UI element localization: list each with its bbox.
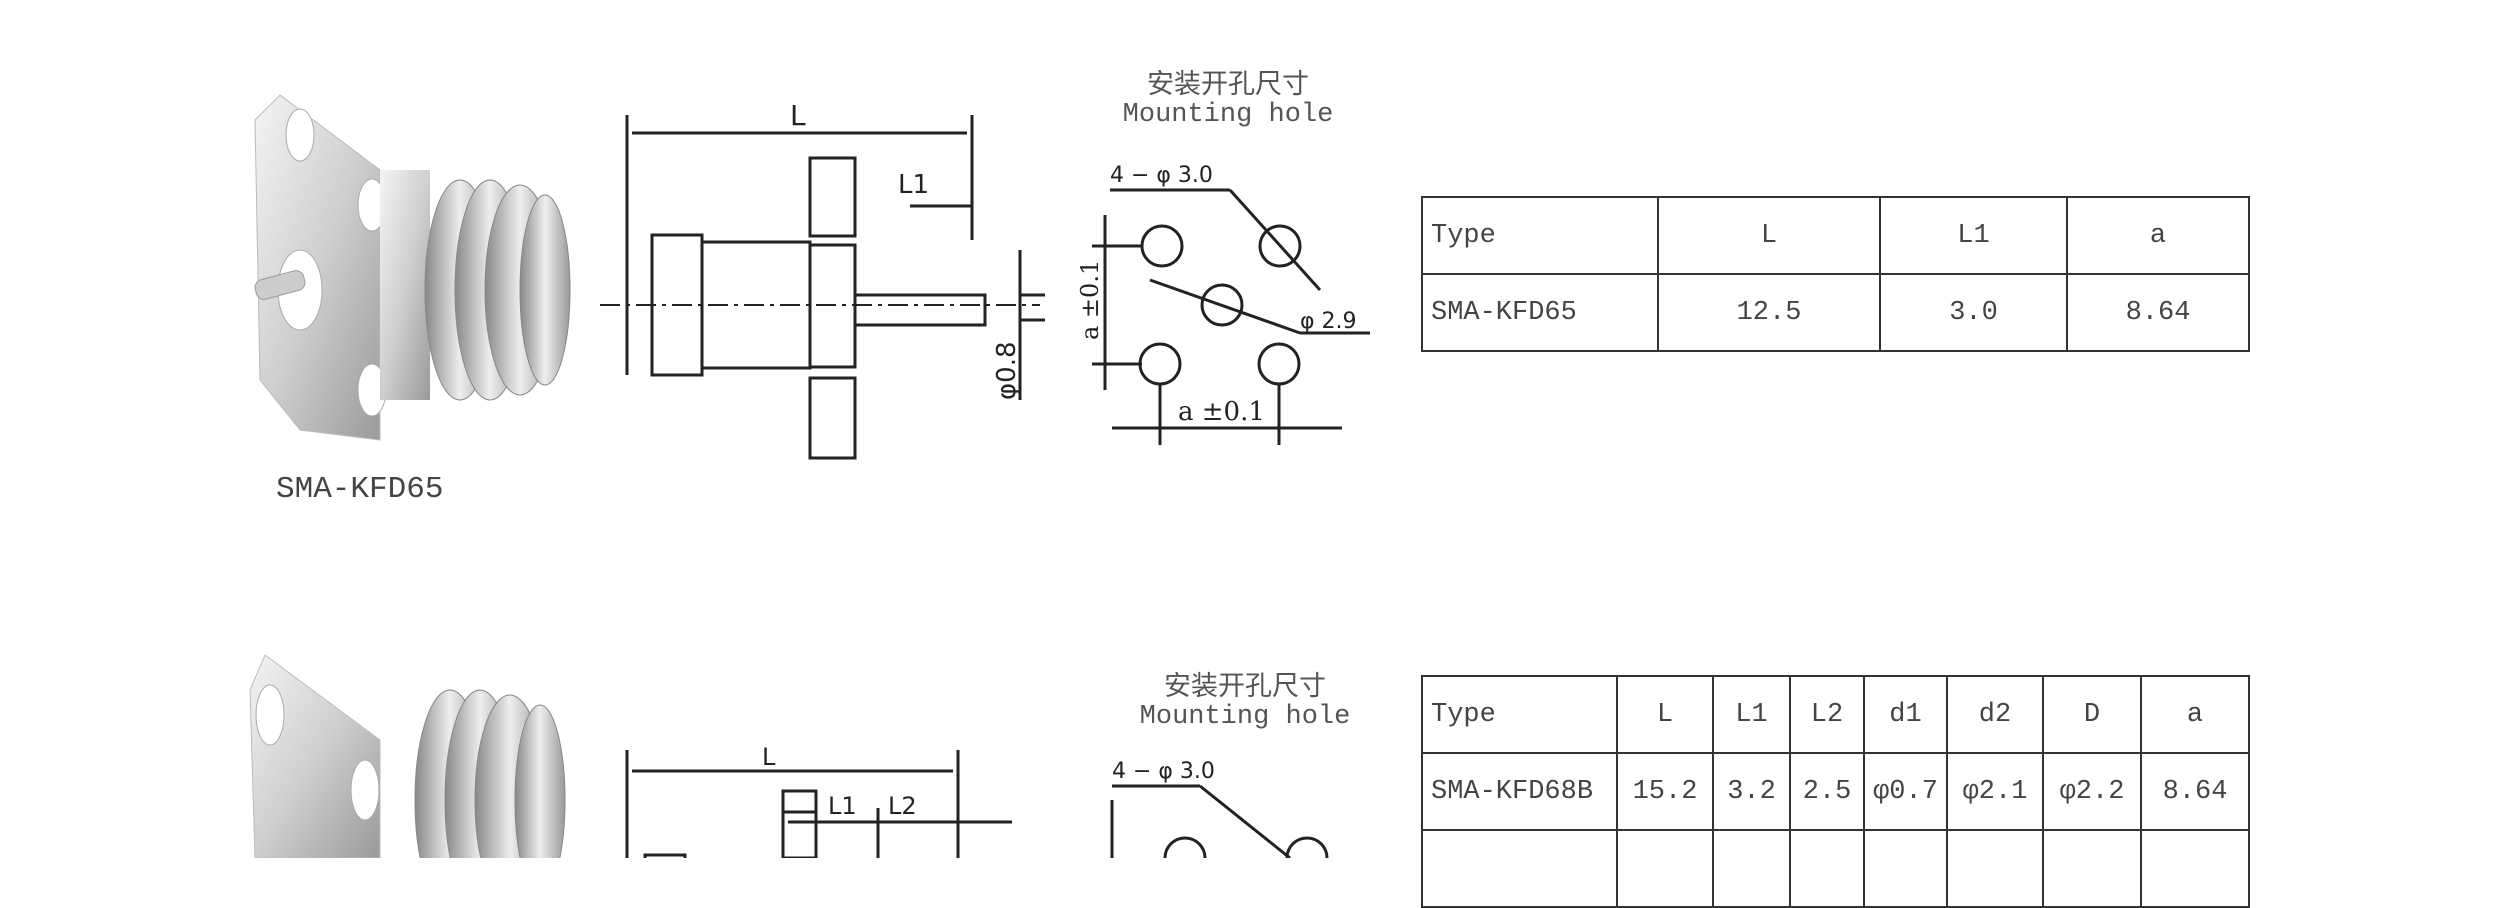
table-row-cut-off: [1421, 829, 2250, 908]
cell: 2.5: [1789, 752, 1865, 831]
mounting-hole-title-en: Mounting hole: [1122, 100, 1334, 130]
dimension-label-l1: L1: [828, 792, 857, 820]
header-cell: Type: [1421, 675, 1618, 754]
dimension-label-l2: L2: [888, 792, 917, 820]
cell: 3.2: [1712, 752, 1791, 831]
cell: [1863, 829, 1948, 908]
header-cell: Type: [1421, 196, 1659, 275]
cell: φ2.2: [2042, 752, 2142, 831]
technical-drawings: L L1 φ0.8 4 − φ 3.0 φ 2.9 a ±0.1 a ±0.1 …: [249, 94, 1370, 858]
dimension-label-pin: φ0.8: [992, 342, 1022, 401]
cell: [1421, 829, 1618, 908]
table-header-row: Type L L1 L2 d1 d2 D a: [1421, 675, 2250, 754]
header-cell: a: [2066, 196, 2250, 275]
table-row: SMA-KFD65 12.5 3.0 8.64: [1421, 273, 2250, 352]
side-view-drawing-sma-kfd65: [600, 115, 1045, 460]
spec-table-sma-kfd65: Type L L1 a SMA-KFD65 12.5 3.0 8.64: [1421, 196, 2250, 352]
product-caption: SMA-KFD65: [276, 472, 444, 507]
cell: SMA-KFD65: [1421, 273, 1659, 352]
header-cell: d2: [1946, 675, 2044, 754]
mounting-hole-title-cn: 安装开孔尺寸: [1147, 69, 1309, 100]
table-row: SMA-KFD68B 15.2 3.2 2.5 φ0.7 φ2.1 φ2.2 8…: [1421, 752, 2250, 831]
holes-spec-label: 4 − φ 3.0: [1110, 163, 1213, 188]
mounting-hole-title: 安装开孔尺寸 Mounting hole: [1118, 69, 1338, 131]
mounting-hole-drawing-sma-kfd68b: [1110, 784, 1329, 858]
header-cell: L: [1616, 675, 1714, 754]
holes-spec-label: 4 − φ 3.0: [1112, 759, 1215, 784]
cell: [1946, 829, 2044, 908]
cell: [2042, 829, 2142, 908]
cell: 8.64: [2066, 273, 2250, 352]
dimension-label-l1: L1: [898, 170, 929, 200]
cell: φ2.1: [1946, 752, 2044, 831]
header-cell: d1: [1863, 675, 1948, 754]
header-cell: D: [2042, 675, 2142, 754]
table-header-row: Type L L1 a: [1421, 196, 2250, 275]
cell: [1616, 829, 1714, 908]
header-cell: L2: [1789, 675, 1865, 754]
center-hole-label: φ 2.9: [1300, 309, 1357, 334]
cell: [1712, 829, 1791, 908]
cell: φ0.7: [1863, 752, 1948, 831]
mounting-hole-title-en: Mounting hole: [1139, 702, 1351, 732]
mounting-hole-title: 安装开孔尺寸 Mounting hole: [1135, 671, 1355, 733]
header-cell: L1: [1879, 196, 2068, 275]
cell: SMA-KFD68B: [1421, 752, 1618, 831]
header-cell: a: [2140, 675, 2250, 754]
dimension-label-l: L: [762, 743, 776, 771]
cell: [1789, 829, 1865, 908]
cell: [2140, 829, 2250, 908]
spacing-label-horizontal: a ±0.1: [1178, 397, 1265, 427]
dimension-label-l: L: [790, 99, 806, 132]
connector-photo-sma-kfd68b: [249, 654, 566, 858]
mounting-hole-title-cn: 安装开孔尺寸: [1164, 671, 1326, 702]
spacing-label-vertical: a ±0.1: [1076, 260, 1104, 340]
mounting-hole-drawing-sma-kfd65: [1092, 188, 1370, 445]
cell: 12.5: [1657, 273, 1881, 352]
side-view-drawing-sma-kfd68b: [625, 750, 1012, 858]
connector-photo-sma-kfd65: [254, 94, 571, 441]
cell: 8.64: [2140, 752, 2250, 831]
spec-table-sma-kfd68b: Type L L1 L2 d1 d2 D a SMA-KFD68B 15.2 3…: [1421, 675, 2250, 908]
cell: 3.0: [1879, 273, 2068, 352]
header-cell: L1: [1712, 675, 1791, 754]
cell: 15.2: [1616, 752, 1714, 831]
header-cell: L: [1657, 196, 1881, 275]
